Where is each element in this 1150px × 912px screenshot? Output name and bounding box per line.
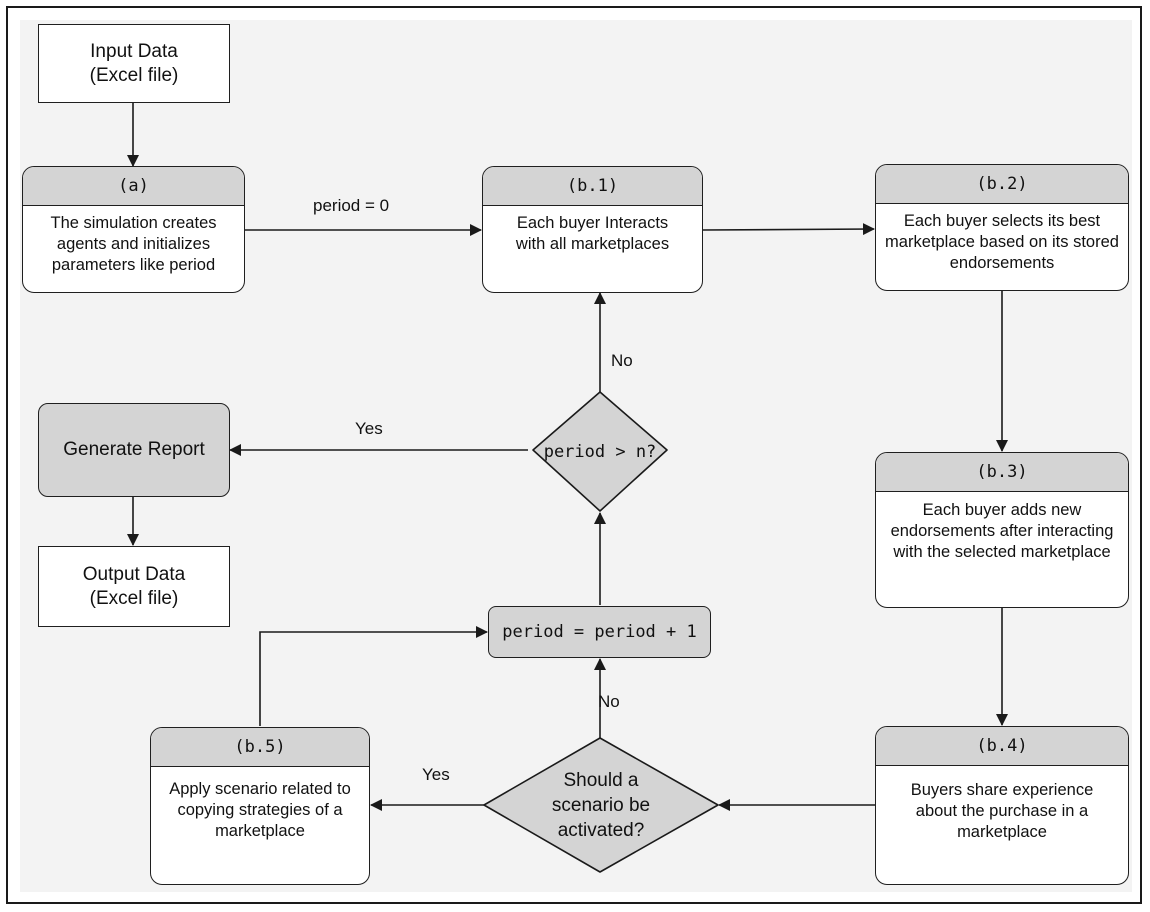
- edge-label-yes-report: Yes: [355, 419, 383, 438]
- decision-period-shape: [532, 391, 668, 512]
- step-b5-header: (b.5): [151, 728, 369, 767]
- step-b5-text: Apply scenario related to copying strate…: [169, 780, 351, 840]
- output-data-node: Output Data (Excel file): [38, 546, 230, 627]
- step-b4-header: (b.4): [876, 727, 1128, 766]
- step-b3-text: Each buyer adds new endorsements after i…: [890, 501, 1114, 561]
- edge-label-period-zero: period = 0: [313, 196, 390, 215]
- step-b3-node: (b.3) Each buyer adds new endorsements a…: [875, 452, 1129, 608]
- step-b4-text: Buyers share experience about the purcha…: [910, 781, 1094, 841]
- step-b1-text: Each buyer Interacts with all marketplac…: [515, 214, 670, 253]
- generate-report-node: Generate Report: [38, 403, 230, 497]
- decision-scenario-shape: [483, 737, 719, 873]
- edge-b5-to-increment: [259, 626, 488, 726]
- step-b1-node: (b.1) Each buyer Interacts with all mark…: [482, 166, 703, 293]
- increment-period-node: period = period + 1: [488, 606, 711, 658]
- step-a-text: The simulation creates agents and initia…: [50, 214, 217, 274]
- step-b3-header: (b.3): [876, 453, 1128, 492]
- step-b4-node: (b.4) Buyers share experience about the …: [875, 726, 1129, 885]
- step-b5-node: (b.5) Apply scenario related to copying …: [150, 727, 370, 885]
- input-data-node: Input Data (Excel file): [38, 24, 230, 103]
- edge-label-no-loop: No: [611, 351, 633, 370]
- edge-b1-to-b2: [702, 223, 875, 236]
- step-b2-header: (b.2): [876, 165, 1128, 204]
- edge-label-yes-scenario: Yes: [422, 765, 450, 784]
- edge-label-no-scenario: No: [598, 692, 620, 711]
- step-b2-text: Each buyer selects its best marketplace …: [885, 212, 1119, 272]
- step-b1-header: (b.1): [483, 167, 702, 206]
- step-a-node: (a) The simulation creates agents and in…: [22, 166, 245, 293]
- step-b2-node: (b.2) Each buyer selects its best market…: [875, 164, 1129, 291]
- step-a-header: (a): [23, 167, 244, 206]
